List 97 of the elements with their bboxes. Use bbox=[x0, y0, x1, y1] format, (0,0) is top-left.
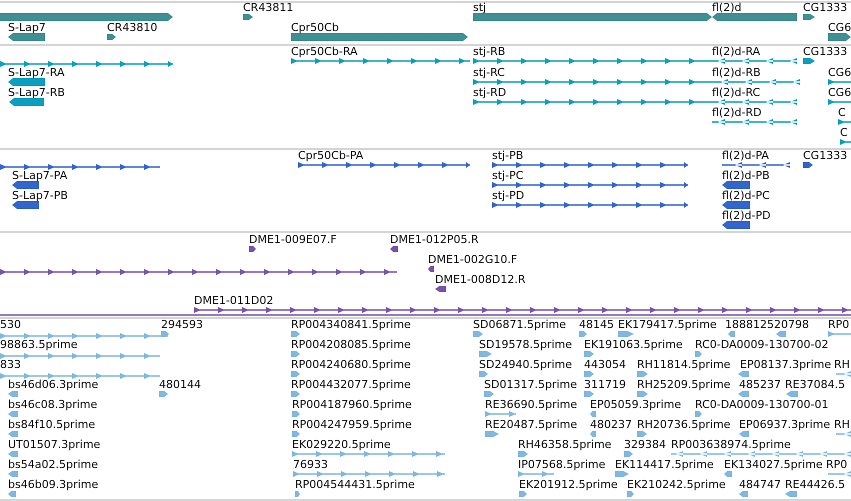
feature-label: SD24940.5prime bbox=[479, 358, 572, 371]
feature-label: 480237 bbox=[590, 418, 632, 431]
feature-label: RH11814.5prime bbox=[637, 358, 730, 371]
feature-label: bs46d06.3prime bbox=[8, 378, 98, 391]
feature-label: RC0-DA0009-130700-02 bbox=[695, 338, 828, 351]
feature-label: stj-PC bbox=[492, 169, 524, 182]
feature-label: CG6 bbox=[828, 86, 851, 99]
feature-label: RE44426.5 bbox=[785, 478, 846, 491]
feature-label: SD01317.5prime bbox=[484, 378, 577, 391]
feature-label: RP004187960.5prime bbox=[292, 398, 412, 411]
feature-label: bs46b09.3prime bbox=[8, 478, 98, 491]
feature-label: bs54a02.5prime bbox=[8, 458, 98, 471]
feature-label: RP0 bbox=[828, 318, 850, 331]
feature-label: EK201912.5prime bbox=[519, 478, 618, 491]
feature-label: 76933 bbox=[293, 458, 328, 471]
feature-label: S-Lap7-RA bbox=[8, 66, 64, 79]
feature-label: C bbox=[840, 126, 848, 139]
feature-label: SD19578.5prime bbox=[479, 338, 572, 351]
feature-label: 480144 bbox=[159, 378, 201, 391]
feature-label: 1888125 bbox=[725, 318, 774, 331]
feature-label: fl(2)d-RC bbox=[712, 86, 760, 99]
feature-label: 530 bbox=[0, 318, 21, 331]
feature-label: S-Lap7 bbox=[8, 21, 46, 34]
feature-label: RE36690.5prime bbox=[485, 398, 578, 411]
feature-label: EK029220.5prime bbox=[292, 438, 391, 451]
feature-label: stj-RC bbox=[473, 66, 505, 79]
feature-label: Cpr50Cb bbox=[291, 21, 339, 34]
feature-label: 484747 bbox=[739, 478, 781, 491]
feature-label: stj bbox=[473, 1, 486, 14]
feature-label: bs84f10.5prime bbox=[8, 418, 96, 431]
feature-label: stj-RD bbox=[473, 86, 506, 99]
feature-label: CR43810 bbox=[107, 21, 158, 34]
feature-label: fl(2)d-PB bbox=[722, 169, 770, 182]
feature-label: DME1-012P05.R bbox=[390, 233, 479, 246]
feature-label: CR43811 bbox=[243, 1, 294, 14]
feature-label: Cpr50Cb-PA bbox=[298, 149, 364, 162]
feature-label: S-Lap7-PB bbox=[12, 189, 68, 202]
feature-label: RP004340841.5prime bbox=[291, 318, 411, 331]
feature-label: bs46c08.3prime bbox=[8, 398, 98, 411]
feature-label: fl(2)d bbox=[712, 1, 742, 14]
feature-label: 20798 bbox=[774, 318, 809, 331]
feature-label: RP004432077.5prime bbox=[291, 378, 411, 391]
feature-label: DME1-008D12.R bbox=[435, 273, 526, 286]
feature-label: 98863.5prime bbox=[0, 338, 78, 351]
feature-label: S-Lap7-PA bbox=[12, 169, 68, 182]
feature-label: DME1-009E07.F bbox=[249, 233, 337, 246]
feature-label: CG1333 bbox=[803, 1, 848, 14]
feature-label: SD06871.5prime bbox=[473, 318, 566, 331]
feature-label: 329384 bbox=[624, 438, 666, 451]
feature-label: CG6 bbox=[828, 21, 851, 34]
feature-label: DME1-011D02 bbox=[194, 294, 274, 307]
feature-label: 48145 bbox=[579, 318, 614, 331]
feature-label: RP0 bbox=[826, 458, 848, 471]
feature-label: stj-RB bbox=[473, 45, 506, 58]
feature-label: RP004544431.5prime bbox=[295, 478, 415, 491]
feature-label: 485237 bbox=[739, 378, 781, 391]
feature-label: fl(2)d-PD bbox=[722, 209, 771, 222]
feature-label: fl(2)d-RD bbox=[712, 106, 762, 119]
feature-label: CG6 bbox=[828, 66, 851, 79]
feature-label: EK191063.5prime bbox=[584, 338, 683, 351]
feature-label: RC0-DA0009-130700-01 bbox=[695, 398, 828, 411]
feature-label: CG1333 bbox=[803, 45, 848, 58]
feature-label: fl(2)d-PA bbox=[722, 149, 769, 162]
feature-label: DME1-002G10.F bbox=[428, 253, 518, 266]
feature-label: RH46358.5prime bbox=[518, 438, 612, 451]
feature-label: 311719 bbox=[584, 378, 626, 391]
feature-label: stj-PB bbox=[492, 149, 524, 162]
feature-label: fl(2)d-RA bbox=[712, 45, 760, 58]
feature-label: stj-PD bbox=[492, 189, 524, 202]
feature-label: EK210242.5prime bbox=[627, 478, 726, 491]
feature-label: RP004247959.5prime bbox=[292, 418, 412, 431]
feature-label: RP004240680.5prime bbox=[291, 358, 411, 371]
feature-label: C bbox=[838, 106, 846, 119]
feature-label: RP003638974.5prime bbox=[671, 438, 791, 451]
feature-label: UT01507.3prime bbox=[8, 438, 100, 451]
feature-label: RP004208085.5prime bbox=[291, 338, 411, 351]
feature-label: EP05059.3prime bbox=[590, 398, 682, 411]
feature-label: EK179417.5prime bbox=[618, 318, 717, 331]
feature-label: 833 bbox=[0, 358, 21, 371]
feature-label: EP06937.3prime bbox=[739, 418, 830, 431]
feature-label: 294593 bbox=[161, 318, 203, 331]
feature-label: S-Lap7-RB bbox=[8, 86, 65, 99]
feature-label: Cpr50Cb-RA bbox=[291, 45, 358, 58]
feature-label: IP07568.5prime bbox=[518, 458, 606, 471]
feature-label: RE20487.5prime bbox=[485, 418, 578, 431]
feature-label: EK134027.5prime bbox=[724, 458, 823, 471]
feature-label: RH20736.5prime bbox=[637, 418, 730, 431]
feature-label: CG1333 bbox=[803, 149, 848, 162]
feature-label: fl(2)d-PC bbox=[722, 189, 770, 202]
feature-label: RH bbox=[834, 418, 850, 431]
feature-label: RE37084.5 bbox=[785, 378, 846, 391]
feature-label: fl(2)d-RB bbox=[712, 66, 761, 79]
feature-label: 443054 bbox=[584, 358, 626, 371]
feature-label: RH bbox=[834, 358, 850, 371]
feature-label: RH25209.5prime bbox=[637, 378, 730, 391]
feature-label: EK114417.5prime bbox=[615, 458, 714, 471]
feature-label: EP08137.3prime bbox=[740, 358, 832, 371]
